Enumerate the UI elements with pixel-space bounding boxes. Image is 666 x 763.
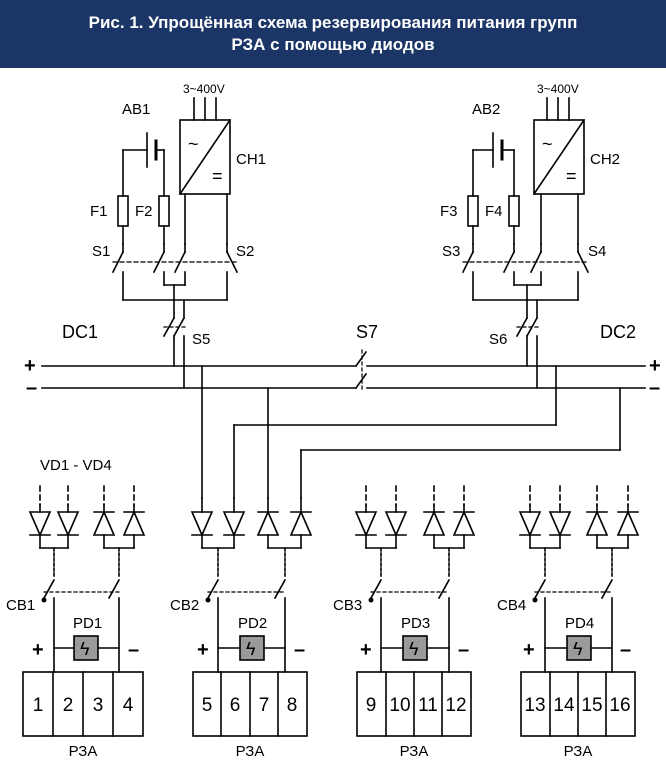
supply-label-2: 3~400V [537,82,579,96]
terminal-6: 6 [230,695,241,716]
power-source-1 [111,97,239,389]
bus-label-dc1: DC1 [62,322,98,342]
fuse-label-f4: F4 [485,203,503,220]
diode-group-label: VD1 - VD4 [40,457,112,474]
breaker-label-cb1: CB1 [6,597,35,614]
device-pd1 [73,635,99,661]
battery-label-ab2: AB2 [472,101,500,118]
relay-group-label-1: РЗА [69,743,98,760]
power-source-2 [461,97,590,389]
charger-ac-symbol-2: ~ [542,134,553,154]
group-1-circuit [22,485,146,737]
figure-title-line-2: РЗА с помощью диодов [231,35,435,54]
terminal-10: 10 [389,695,410,716]
device-pd4 [566,635,592,661]
charger-ch1 [178,97,232,245]
bus-plus-left: + [24,355,36,377]
charger-label-ch2: CH2 [590,151,620,168]
terminal-4: 4 [123,695,134,716]
terminal-2: 2 [63,695,74,716]
device-symbol-pd4: ϟ [573,639,583,659]
relay-group-label-3: РЗА [400,743,429,760]
group-1-minus: – [128,639,139,661]
battery-ab2 [472,132,515,197]
terminal-7: 7 [259,695,270,716]
bus-minus-right: – [649,377,660,399]
bus-minus-left: – [26,377,37,399]
figure-title: Рис. 1. Упрощённая схема резервирования … [0,0,666,68]
fuse-f3 [467,195,479,227]
fuse-label-f3: F3 [440,203,458,220]
group-1-plus: + [32,639,44,661]
relay-group-label-2: РЗА [236,743,265,760]
bus-plus-right: + [649,355,661,377]
breaker-label-cb2: CB2 [170,597,199,614]
battery-ab1 [122,132,165,197]
charger-label-ch1: CH1 [236,151,266,168]
device-symbol-pd2: ϟ [246,639,256,659]
terminal-15: 15 [581,695,602,716]
relay-group-label-4: РЗА [564,743,593,760]
group-4-minus: – [620,639,631,661]
fuse-f2 [158,195,170,227]
terminal-11: 11 [418,695,438,716]
switch-s5 [162,316,187,389]
device-label-pd1: PD1 [73,615,102,632]
terminal-5: 5 [202,695,213,716]
group-2-minus: – [294,639,305,661]
fuse-f1 [117,195,129,227]
breaker-dots [41,597,538,603]
group-2-plus: + [197,639,209,661]
figure-title-line-1: Рис. 1. Упрощённая схема резервирования … [88,13,578,32]
group-4-circuit [518,485,640,737]
switch-label-s5: S5 [192,331,210,348]
device-pd3 [402,635,428,661]
terminal-1: 1 [33,695,44,716]
terminal-8: 8 [287,695,298,716]
breaker-label-cb3: CB3 [333,597,362,614]
terminal-9: 9 [366,695,377,716]
charger-dc-symbol-1: = [212,166,223,186]
switch-s6 [515,316,540,389]
switch-label-s4: S4 [588,243,606,260]
device-symbol-pd3: ϟ [409,639,419,659]
terminal-3: 3 [93,695,104,716]
switch-label-s7: S7 [356,322,378,342]
switch-s7 [354,349,368,393]
switch-label-s2: S2 [236,243,254,260]
charger-ch2 [532,97,586,245]
group-2-circuit [190,497,313,737]
switch-s1-s2 [111,243,239,301]
terminal-12: 12 [445,695,466,716]
supply-label-1: 3~400V [183,82,225,96]
feeder-wires [201,365,621,499]
bus-label-dc2: DC2 [600,322,636,342]
fuse-label-f2: F2 [135,203,153,220]
terminal-14: 14 [553,695,575,716]
group-3-plus: + [360,639,372,661]
device-label-pd4: PD4 [565,615,594,632]
breaker-label-cb4: CB4 [497,597,526,614]
device-pd2 [239,635,265,661]
group-3-circuit [354,485,476,737]
switch-label-s3: S3 [442,243,460,260]
fuse-label-f1: F1 [90,203,108,220]
terminal-16: 16 [609,695,630,716]
device-label-pd2: PD2 [238,615,267,632]
battery-label-ab1: AB1 [122,101,150,118]
switch-s3-s4 [461,243,590,301]
group-4-plus: + [523,639,535,661]
group-3-minus: – [458,639,469,661]
device-symbol-pd1: ϟ [80,639,90,659]
charger-dc-symbol-2: = [566,166,577,186]
switch-label-s6: S6 [489,331,507,348]
fuse-f4 [508,195,520,227]
switch-label-s1: S1 [92,243,110,260]
terminal-13: 13 [524,695,545,716]
charger-ac-symbol-1: ~ [188,134,199,154]
device-label-pd3: PD3 [401,615,430,632]
